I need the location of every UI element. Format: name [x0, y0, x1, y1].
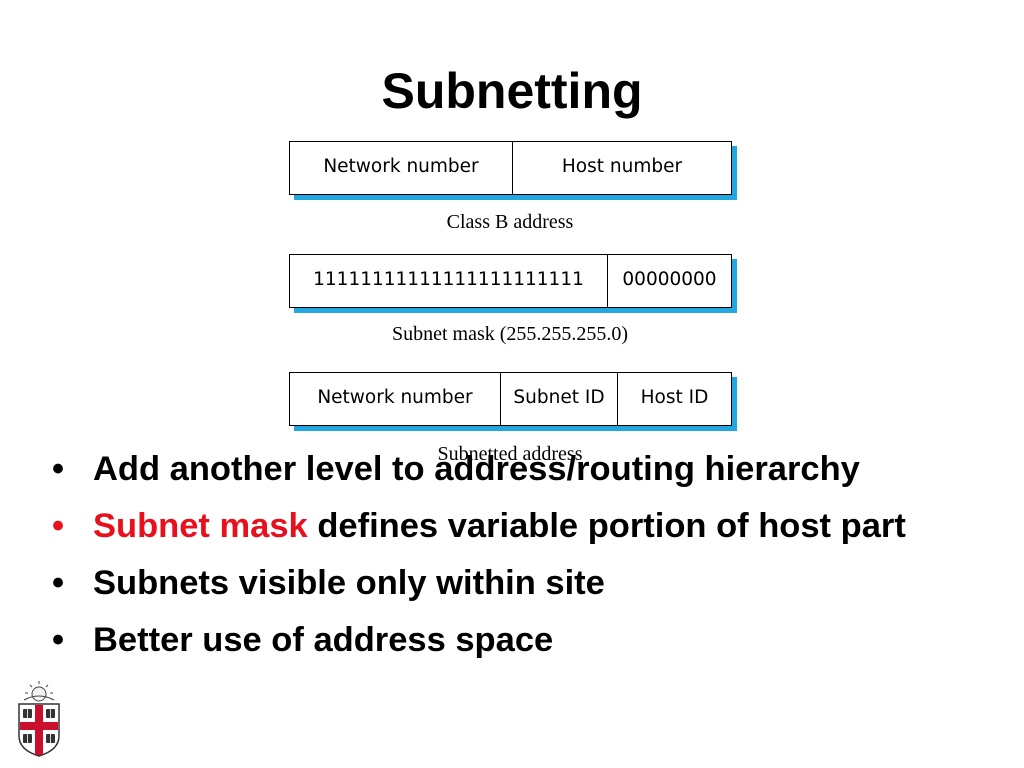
bullet-text: Add another level to address/routing hie… [93, 450, 860, 488]
bullet-text: defines variable portion of host part [307, 507, 906, 545]
subnetted-network-number-field: Network number [317, 386, 473, 408]
subnet-id-field: Subnet ID [500, 373, 617, 425]
bullet-item: • Subnet mask defines variable portion o… [52, 503, 982, 550]
subnet-mask-row: 11111111111111111111111 00000000 [289, 254, 732, 308]
class-b-address-row: Network number Host number [289, 141, 732, 195]
mask-zeros-field: 00000000 [607, 255, 731, 307]
slide-title: Subnetting [381, 63, 643, 119]
network-number-field: Network number [323, 155, 479, 177]
subnetted-address-row: Network number Subnet ID Host ID [289, 372, 732, 426]
mask-ones-field: 11111111111111111111111 [313, 268, 584, 290]
bullet-list: • Add another level to address/routing h… [52, 446, 982, 674]
bullet-text: Better use of address space [93, 621, 554, 659]
class-b-caption: Class B address [446, 211, 574, 233]
subnet-mask-caption: Subnet mask (255.255.255.0) [391, 323, 629, 345]
bullet-symbol: • [52, 564, 65, 602]
bullet-item: • Better use of address space [52, 617, 982, 664]
bullet-symbol: • [52, 450, 65, 488]
bullet-item: • Add another level to address/routing h… [52, 446, 982, 493]
host-id-field: Host ID [617, 373, 731, 425]
bullet-highlight: Subnet mask [93, 507, 308, 545]
bullet-item: • Subnets visible only within site [52, 560, 982, 607]
bullet-symbol: • [52, 621, 65, 659]
host-number-field: Host number [512, 142, 731, 194]
bullet-text: Subnets visible only within site [93, 564, 605, 602]
bullet-symbol: • [52, 507, 65, 545]
subnetted-address-caption: Subnetted address [437, 443, 583, 465]
university-shield-icon [18, 681, 60, 757]
